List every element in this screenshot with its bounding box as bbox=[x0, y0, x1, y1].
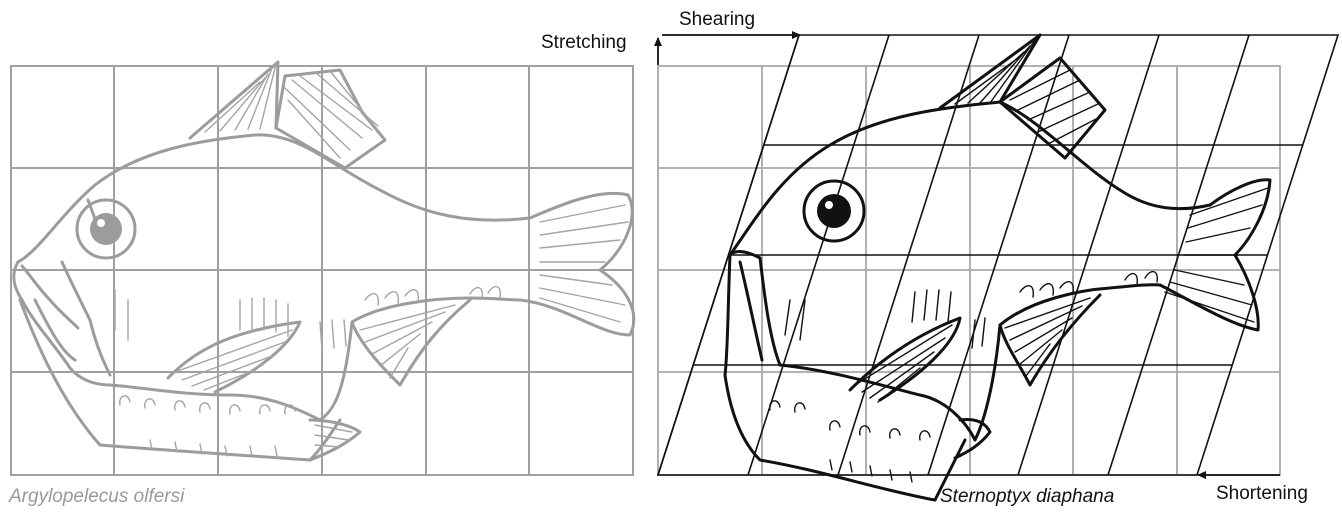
left-fish-body bbox=[18, 135, 530, 262]
shearing-label: Shearing bbox=[679, 9, 755, 30]
left-fish-eye bbox=[77, 200, 135, 258]
right-fish-belly bbox=[780, 325, 1000, 440]
right-fish-eye bbox=[804, 181, 864, 241]
shortening-label: Shortening bbox=[1216, 483, 1308, 504]
right-fish-mouth bbox=[730, 252, 780, 365]
left-species-name: Argylopelecus olfersi bbox=[8, 486, 185, 507]
left-fish-outline bbox=[14, 62, 634, 460]
left-dorsal-spine bbox=[190, 62, 278, 138]
right-original-grid bbox=[658, 66, 1280, 475]
right-fish-ventral bbox=[1000, 285, 1160, 325]
left-panel: Argylopelecus olfersi bbox=[8, 62, 634, 507]
left-fish-jaw bbox=[20, 300, 310, 460]
right-panel: Stretching Shearing Shortening Sternopty… bbox=[541, 9, 1338, 507]
left-pectoral-fin bbox=[168, 322, 300, 392]
right-fish-outline bbox=[725, 35, 1270, 500]
right-species-name: Sternoptyx diaphana bbox=[940, 486, 1114, 507]
right-dorsal-spine bbox=[940, 35, 1040, 108]
stretching-label: Stretching bbox=[541, 32, 627, 53]
left-grid bbox=[11, 66, 633, 475]
